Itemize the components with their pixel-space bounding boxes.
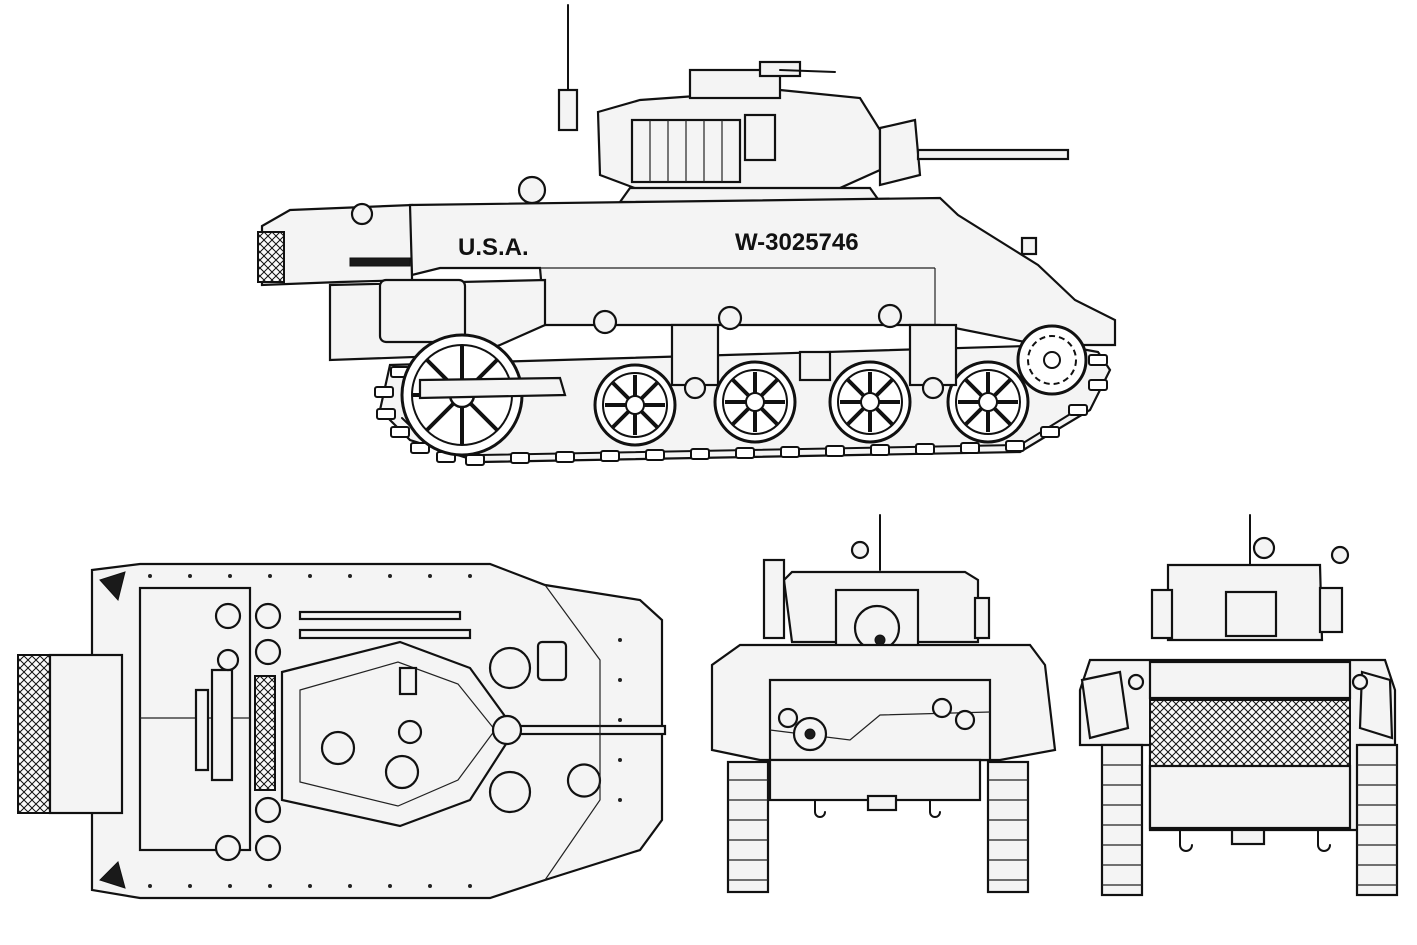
front-headlight-left bbox=[777, 707, 799, 729]
rear-tow-pintle bbox=[1230, 828, 1266, 846]
top-glacis-line bbox=[544, 584, 601, 881]
top-rear-left-light bbox=[99, 571, 126, 602]
turret-hatch-right bbox=[384, 754, 420, 790]
left-side-elevation: U.S.A. W-3025746 bbox=[257, 4, 1117, 466]
top-turret-inner-ring bbox=[299, 661, 496, 807]
registration-number: W-3025746 bbox=[735, 229, 859, 256]
rear-lower-plate bbox=[1148, 764, 1352, 830]
rear-right-mudguard bbox=[1358, 670, 1394, 740]
aa-machine-gun bbox=[779, 69, 836, 73]
co-driver-hatch bbox=[488, 770, 532, 814]
front-left-track bbox=[726, 760, 770, 894]
front-turret-periscope-ball bbox=[850, 540, 870, 560]
idler-arm bbox=[418, 376, 567, 400]
rear-left-stowage-box bbox=[1150, 588, 1174, 640]
front-tow-hook bbox=[1020, 236, 1038, 256]
road-wheel-4 bbox=[946, 360, 1030, 444]
top-rivets bbox=[148, 574, 622, 888]
turret-side-box bbox=[743, 113, 777, 162]
top-rear-deck-box bbox=[48, 653, 124, 815]
turret-periscope bbox=[397, 719, 423, 745]
gun-mantlet bbox=[878, 118, 922, 187]
front-elevation bbox=[710, 514, 1057, 894]
road-wheel-3 bbox=[828, 360, 912, 444]
return-roller-3 bbox=[877, 303, 903, 329]
road-wheel-2 bbox=[713, 360, 797, 444]
usa-marking: U.S.A. bbox=[458, 234, 529, 261]
rear-stowage-bar bbox=[349, 257, 411, 267]
rear-tail-light-right bbox=[1351, 673, 1369, 691]
top-cooling-grille bbox=[254, 675, 276, 791]
front-lower-plate bbox=[866, 794, 898, 812]
top-rear-grille bbox=[17, 654, 53, 814]
front-lower-hull bbox=[768, 758, 982, 802]
suspension-bogies bbox=[670, 323, 958, 400]
stowed-tools bbox=[194, 610, 472, 782]
front-siren bbox=[954, 709, 976, 731]
return-roller-2 bbox=[717, 305, 743, 331]
drive-sprocket bbox=[1016, 324, 1088, 396]
front-right-track bbox=[986, 760, 1030, 894]
rear-left-mudguard bbox=[1080, 670, 1130, 740]
rear-air-intake-grille bbox=[257, 231, 285, 283]
rear-engine-grille bbox=[1149, 699, 1351, 767]
turret-stowage-rack bbox=[630, 118, 742, 184]
turret-vent bbox=[398, 666, 418, 696]
rear-turret-fitting bbox=[1330, 545, 1350, 565]
rear-tow-shackle-left bbox=[1179, 829, 1193, 852]
front-tow-shackle-left bbox=[814, 799, 826, 818]
rear-turret-hatch bbox=[1224, 590, 1278, 638]
rear-elevation bbox=[1078, 514, 1399, 897]
front-left-stowage bbox=[762, 558, 786, 640]
rear-right-stowage-box bbox=[1318, 586, 1344, 634]
top-main-gun bbox=[498, 724, 667, 736]
main-gun-barrel bbox=[916, 148, 1070, 161]
top-gun-mantlet bbox=[491, 714, 523, 746]
rear-tail-light-left bbox=[1127, 673, 1145, 691]
fuel-caps bbox=[214, 602, 282, 862]
top-plan-view bbox=[17, 562, 667, 900]
rear-track-cleats bbox=[1102, 764, 1397, 886]
rear-light bbox=[350, 202, 374, 226]
rear-left-track bbox=[1100, 743, 1144, 897]
road-wheel-1 bbox=[593, 363, 677, 447]
rear-tow-shackle-right bbox=[1317, 829, 1331, 852]
return-roller-1 bbox=[592, 309, 618, 335]
front-headlight-right bbox=[931, 697, 953, 719]
driver-hatch bbox=[488, 646, 532, 690]
rear-right-track bbox=[1355, 743, 1399, 897]
front-periscope-box bbox=[536, 640, 568, 682]
rear-deck-plate bbox=[1148, 660, 1352, 700]
front-tow-shackle-right bbox=[929, 799, 941, 818]
engine-deck-cap bbox=[517, 175, 547, 205]
top-rear-right-light bbox=[99, 861, 126, 889]
front-right-stowage bbox=[973, 596, 991, 640]
antenna-base bbox=[557, 88, 579, 132]
front-bow-mg-bore bbox=[804, 728, 816, 740]
turret-hatch-left bbox=[320, 730, 356, 766]
rear-turret-light bbox=[1252, 536, 1276, 560]
front-gun-bore bbox=[874, 634, 886, 646]
front-bow-mg-mount bbox=[566, 763, 602, 798]
front-track-cleats bbox=[728, 779, 1028, 881]
rear-side-hatch bbox=[378, 278, 467, 344]
